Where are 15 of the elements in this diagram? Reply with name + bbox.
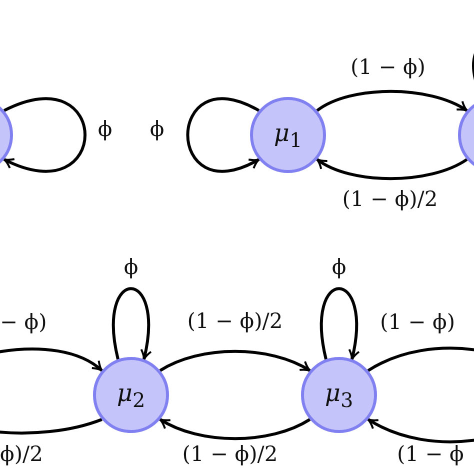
edge-label: (1 − ϕ)/2 (342, 189, 438, 210)
state-label: μ$_{2}$ (116, 378, 146, 412)
edge-label: − ϕ) (0, 312, 47, 333)
state-label: μ$_{1}$ (274, 118, 302, 152)
state-label: μ$_{3}$ (324, 378, 354, 412)
edge-label: ϕ (150, 119, 164, 140)
edge-label: (1 − ϕ) (350, 57, 426, 78)
edge-label: ϕ (124, 257, 138, 278)
edge-label: ϕ (332, 257, 346, 278)
edge-label: ϕ (98, 119, 112, 140)
edge-label: (1 − ϕ (397, 444, 464, 465)
edge-label: (1 − ϕ)/2 (187, 311, 283, 332)
edge-label: (1 − ϕ) (380, 312, 456, 333)
edge-label: ϕ)/2 (0, 444, 43, 465)
edge-label: (1 − ϕ)/2 (182, 444, 278, 465)
